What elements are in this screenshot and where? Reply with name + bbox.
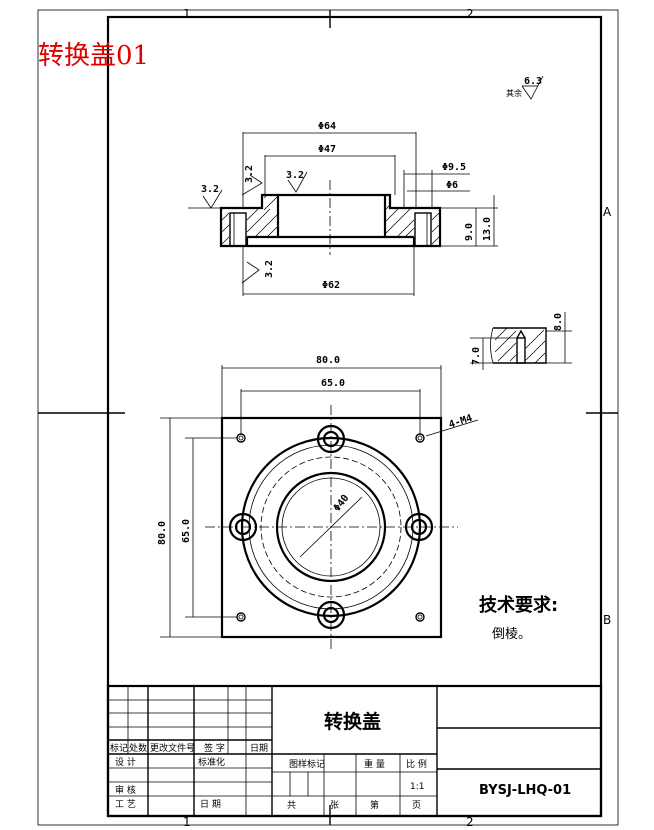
label-total: 共 (287, 800, 296, 811)
title-drawing-no: BYSJ-LHQ-01 (479, 783, 571, 798)
label-scale: 比 例 (406, 758, 427, 770)
rest-prefix: 其余 (506, 88, 522, 98)
section-view (188, 132, 498, 296)
plan-dim-height: 80.0 (157, 521, 168, 545)
roughness-icon (241, 261, 260, 284)
roughness-icon (287, 171, 308, 193)
label-design: 设 计 (115, 756, 136, 768)
plan-dim-hole-spacing-h: 65.0 (321, 378, 345, 389)
label-standardize: 标准化 (198, 756, 225, 768)
header-count: 处数 (129, 742, 147, 754)
plan-dim-hole-spacing-v: 65.0 (181, 519, 192, 543)
label-stage-mark: 图样标记 (289, 758, 325, 770)
detail-view (470, 312, 572, 370)
roughness-marks (202, 171, 308, 284)
zone-marker-b: B (603, 613, 611, 627)
zone-marker-2-bottom: 2 (466, 815, 474, 829)
dim-hole: Φ6 (446, 180, 458, 191)
dim-outer-top: Φ64 (318, 121, 336, 132)
header-mark: 标记 (110, 742, 128, 754)
plan-holes-note: 4-M4 (448, 413, 474, 431)
roughness-value-4: 3.2 (264, 260, 275, 278)
label-page: 第 (370, 799, 379, 811)
zone-marker-1-top: 1 (183, 7, 191, 21)
tech-requirement-item: 倒棱。 (492, 626, 531, 642)
zone-marker-2-top: 2 (466, 7, 474, 21)
dim-inner: Φ47 (318, 144, 336, 155)
value-scale: 1:1 (410, 782, 424, 792)
zone-marker-a: A (603, 205, 612, 219)
dim-groove: Φ9.5 (442, 162, 466, 173)
roughness-value-2: 3.2 (244, 165, 255, 183)
zone-marker-1-bottom: 1 (183, 815, 191, 829)
plan-view (160, 365, 479, 650)
label-page-unit: 页 (412, 800, 421, 811)
plan-dim-bore: Φ40 (332, 493, 352, 514)
roughness-icon (241, 174, 263, 196)
header-signature: 签 字 (204, 742, 225, 754)
plan-dim-width: 80.0 (316, 355, 340, 366)
header-change-doc: 更改文件号 (150, 742, 195, 754)
detail-dim-left: 7.0 (471, 347, 482, 365)
roughness-value-1: 3.2 (201, 184, 219, 195)
label-review: 审 核 (115, 784, 136, 796)
roughness-icon (202, 189, 223, 209)
tech-requirements-title: 技术要求: (479, 594, 558, 616)
label-date: 日 期 (200, 799, 221, 810)
detail-dim-right: 8.0 (553, 313, 564, 331)
dim-height-total: 13.0 (482, 217, 493, 241)
title-block (106, 684, 603, 818)
label-weight: 重 量 (364, 758, 385, 770)
header-date: 日期 (250, 743, 268, 754)
title-part-name: 转换盖 (324, 710, 381, 733)
part-label-red: 转换盖01 (38, 41, 149, 71)
label-sheet: 张 (330, 800, 339, 811)
roughness-value-3: 3.2 (286, 170, 304, 181)
label-process: 工 艺 (115, 799, 136, 810)
surface-finish-rest: 其余 6.3 (506, 75, 544, 100)
dim-bottom: Φ62 (322, 280, 340, 291)
dim-height-inner: 9.0 (464, 223, 475, 241)
roughness-symbol-icon (521, 75, 544, 100)
rest-value: 6.3 (524, 76, 542, 87)
